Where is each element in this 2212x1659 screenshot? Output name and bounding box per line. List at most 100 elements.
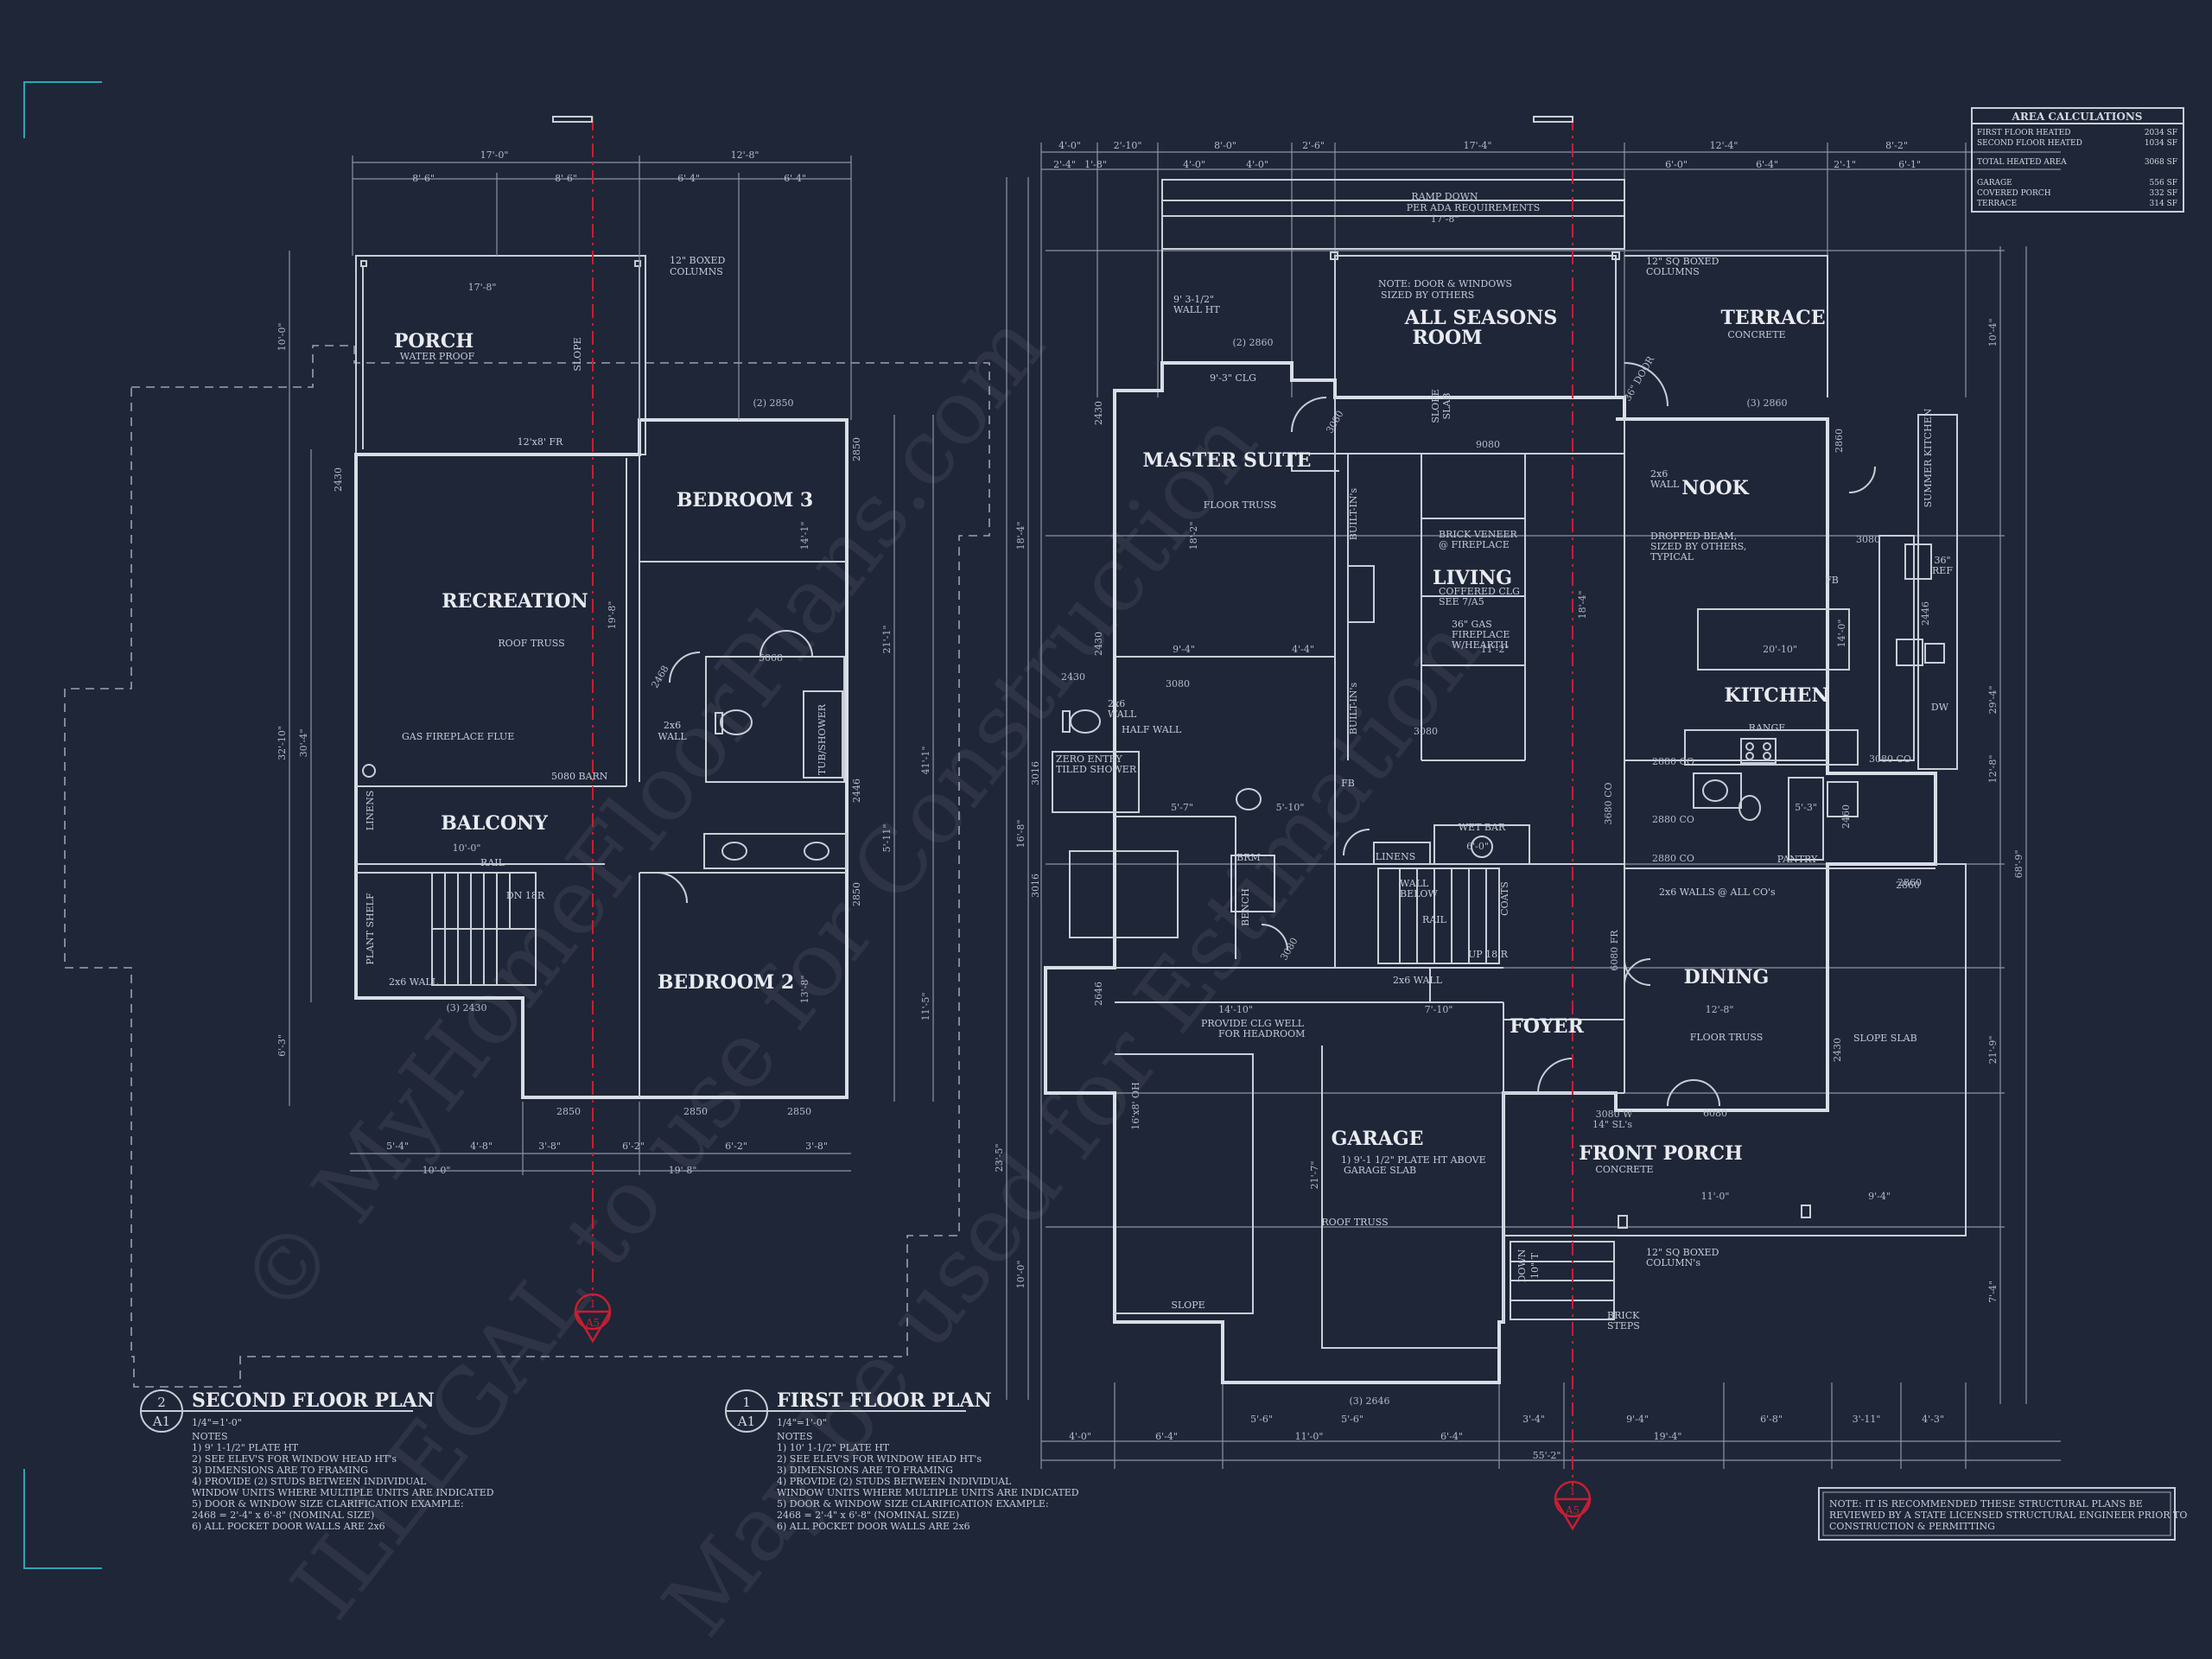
door-label: 2880 CO bbox=[1652, 853, 1694, 864]
dim-text: 16'-8" bbox=[1015, 820, 1027, 849]
section-num: 1 bbox=[589, 1298, 596, 1310]
label-columns: COLUMN's bbox=[1646, 1257, 1700, 1268]
window-label: 2430 bbox=[333, 467, 344, 492]
structural-note-line: REVIEWED BY A STATE LICENSED STRUCTURAL … bbox=[1829, 1510, 2187, 1521]
room-terrace: TERRACE bbox=[1720, 307, 1825, 329]
dim-text: 8'-2" bbox=[1885, 140, 1908, 151]
label-wall-ht: WALL HT bbox=[1173, 304, 1220, 315]
section-marker-left: 1 A5 bbox=[574, 1293, 612, 1344]
dim-text: 6'-4" bbox=[677, 173, 700, 184]
label-brick-steps: STEPS bbox=[1607, 1320, 1640, 1332]
label-ramp: RAMP DOWN bbox=[1411, 191, 1478, 202]
label-floor-truss: FLOOR TRUSS bbox=[1690, 1032, 1764, 1043]
dim-text: 7'-10" bbox=[1425, 1004, 1453, 1015]
kitchen-island bbox=[1697, 608, 1850, 671]
dim-text: 19'-8" bbox=[607, 601, 618, 630]
second-floor-footprint-dashed bbox=[64, 345, 990, 1388]
dim-text: 32'-10" bbox=[276, 726, 288, 760]
label-linens: LINENS bbox=[365, 791, 376, 830]
label-pantry: PANTRY bbox=[1777, 854, 1818, 865]
dim-text: 6'-4" bbox=[1756, 159, 1778, 170]
first-floor-plan: 4'-0" 2'-10" 8'-0" 2'-6" 17'-4" 12'-4" 8… bbox=[725, 116, 2061, 1532]
label-brick-steps: BRICK bbox=[1607, 1310, 1640, 1321]
label-fireplace: 36" GAS bbox=[1452, 619, 1492, 630]
dim-text: 6'-1" bbox=[1898, 159, 1921, 170]
front-porch-sub: CONCRETE bbox=[1595, 1164, 1653, 1175]
label-rail: RAIL bbox=[1422, 914, 1447, 925]
room-master-suite: MASTER SUITE bbox=[1143, 449, 1312, 472]
dim-text: 4'-4" bbox=[1292, 644, 1314, 655]
label-clg-well: PROVIDE CLG WELL bbox=[1201, 1018, 1305, 1029]
dim-text: 29'-4" bbox=[1987, 686, 1999, 715]
ada-ramp bbox=[1161, 179, 1625, 250]
dim-text: 5'-3" bbox=[1795, 802, 1817, 813]
label-dropped-beam: SIZED BY OTHERS, bbox=[1650, 541, 1746, 552]
toilet-icon bbox=[720, 709, 753, 735]
label-shower: TILED SHOWER bbox=[1056, 764, 1137, 775]
dim-text: 8'-6" bbox=[412, 173, 435, 184]
window-label: 2850 bbox=[683, 1106, 708, 1117]
label-rail: RAIL bbox=[480, 857, 505, 868]
dim-text: 5'-11" bbox=[881, 824, 893, 853]
structural-note-box: NOTE: IT IS RECOMMENDED THESE STRUCTURAL… bbox=[1818, 1487, 2187, 1541]
window-label: 2646 bbox=[1093, 982, 1104, 1006]
note-line: 4) PROVIDE (2) STUDS BETWEEN INDIVIDUAL bbox=[192, 1476, 427, 1487]
label-slope: SLOPE bbox=[1430, 389, 1441, 423]
note-boxed-columns: COLUMNS bbox=[670, 266, 723, 277]
dim-text: 18'-2" bbox=[1188, 522, 1199, 550]
label-wall: WALL bbox=[1108, 709, 1137, 720]
dim-text: 3'-4" bbox=[1522, 1414, 1545, 1425]
first-floor-exterior-wall bbox=[1044, 361, 1937, 1384]
title-sheet: A1 bbox=[737, 1414, 755, 1429]
dim-text: 10'-0" bbox=[423, 1165, 451, 1176]
dim-text: 7'-4" bbox=[1987, 1281, 1999, 1303]
room-porch: PORCH bbox=[394, 330, 474, 353]
dim-text: 11'-5" bbox=[920, 993, 931, 1021]
label-coffered: SEE 7/A5 bbox=[1439, 596, 1484, 607]
label-brm: BRM bbox=[1236, 852, 1261, 863]
label-floor-truss: FLOOR TRUSS bbox=[1204, 499, 1277, 511]
note-line: 5) DOOR & WINDOW SIZE CLARIFICATION EXAM… bbox=[777, 1498, 1049, 1510]
second-floor-stairs bbox=[431, 872, 537, 986]
note-line: 3) DIMENSIONS ARE TO FRAMING bbox=[777, 1465, 953, 1476]
label-built-in: BUILT-IN's bbox=[1348, 487, 1359, 540]
range-icon bbox=[1740, 738, 1777, 764]
dim-text: 6'-4" bbox=[1440, 1431, 1463, 1442]
dim-text: 14'-1" bbox=[799, 522, 810, 550]
dim-text: 9'-4" bbox=[1868, 1191, 1891, 1202]
toilet-icon bbox=[1738, 795, 1761, 821]
summer-kitchen bbox=[1917, 414, 1958, 770]
terrace-sub: CONCRETE bbox=[1727, 329, 1785, 340]
door-label: 5068 bbox=[759, 652, 783, 664]
label-ceiling: 9'-3" CLG bbox=[1210, 372, 1256, 384]
window-label: 2850 bbox=[851, 437, 862, 461]
title-number: 1 bbox=[742, 1395, 751, 1410]
dim-text: 11'-0" bbox=[1295, 1431, 1324, 1442]
door-label: 16'x8' OH bbox=[1130, 1082, 1141, 1129]
dim-text: 21'-7" bbox=[1309, 1161, 1320, 1190]
dim-text: 2'-10" bbox=[1114, 140, 1142, 151]
room-kitchen: KITCHEN bbox=[1725, 684, 1829, 707]
sheet-corner-marks bbox=[23, 81, 102, 1569]
window-label: 2860 bbox=[1897, 877, 1922, 888]
dim-text: 17'-8" bbox=[1431, 213, 1459, 225]
area-value: 1034 SF bbox=[2145, 139, 2177, 148]
label-linens: LINENS bbox=[1376, 851, 1415, 862]
label-plant-shelf: PLANT SHELF bbox=[365, 893, 376, 965]
door-label: 3080 CO bbox=[1869, 753, 1911, 765]
structural-note-line: CONSTRUCTION & PERMITTING bbox=[1829, 1521, 1995, 1532]
label-ramp: PER ADA REQUIREMENTS bbox=[1407, 202, 1540, 213]
dim-text: 55'-2" bbox=[1533, 1450, 1561, 1461]
window-label: 2430 bbox=[1061, 671, 1085, 683]
label-walls-co: 2x6 WALLS @ ALL CO's bbox=[1659, 887, 1776, 898]
dim-text: 12'-8" bbox=[1706, 1004, 1734, 1015]
structural-note-line: NOTE: IT IS RECOMMENDED THESE STRUCTURAL… bbox=[1829, 1498, 2143, 1510]
section-sheet: A5 bbox=[1565, 1504, 1580, 1516]
section-num: 1 bbox=[1569, 1485, 1576, 1497]
label-fr: 12'x8' FR bbox=[518, 436, 563, 448]
note-line: 6) ALL POCKET DOOR WALLS ARE 2x6 bbox=[777, 1521, 970, 1532]
label-wall-below: BELOW bbox=[1400, 888, 1438, 899]
door-label: 3080 bbox=[1414, 726, 1438, 737]
porch-sub: WATER PROOF bbox=[400, 351, 475, 362]
dim-text: 9'-4" bbox=[1626, 1414, 1649, 1425]
